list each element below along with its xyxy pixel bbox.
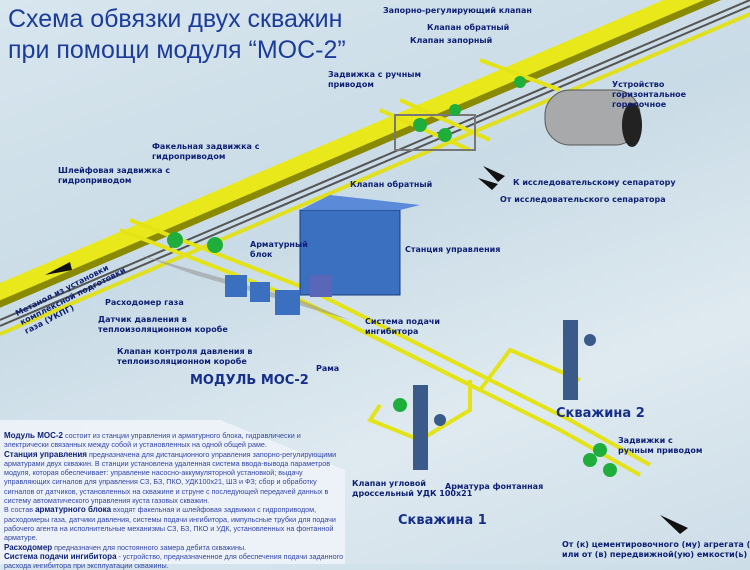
well-2	[563, 320, 596, 400]
label-line: Задвижки с	[618, 436, 673, 445]
label-from-separator: От исследовательского сепаратора	[500, 195, 666, 204]
arrows	[45, 166, 688, 534]
label-module: МОДУЛЬ МОС-2	[190, 373, 309, 388]
arrow-to-separator	[483, 166, 505, 182]
burner-unit	[514, 76, 642, 147]
manual-valve-manifold	[394, 104, 476, 151]
desc-body: В состав	[4, 505, 36, 515]
label-line: ингибитора	[365, 327, 419, 336]
desc-body: предназначена для дистанционного управле…	[4, 449, 337, 506]
label-line: Факельная задвижка с	[152, 142, 260, 151]
label-shutoff-valve: Клапан запорный	[410, 36, 493, 45]
label-line: От (к) цементировочного (му) агрегата (у…	[562, 540, 750, 549]
label-line: приводом	[328, 80, 374, 89]
label-cement-unit: От (к) цементировочного (му) агрегата (у…	[562, 540, 750, 560]
label-line: Клапан угловой	[352, 479, 426, 488]
label-to-separator: К исследовательскому сепаратору	[513, 178, 676, 187]
label-line: Арматурный	[250, 240, 308, 249]
label-line: Система подачи	[365, 317, 440, 326]
label-line: теплоизоляционном коробе	[117, 357, 247, 366]
label-line: ручным приводом	[618, 446, 703, 455]
label-line: теплоизоляционном коробе	[98, 325, 228, 334]
label-line: Шлейфовая задвижка с	[58, 166, 171, 175]
desc-term: Модуль МОС-2	[4, 431, 63, 440]
label-line: Задвижка с ручным	[328, 70, 422, 79]
label-check-valve-mid: Клапан обратный	[350, 180, 433, 189]
description-text: Модуль МОС-2 состоит из станции управлен…	[4, 431, 344, 570]
label-line: или от (в) передвижной(ую) емкости(ь)	[562, 550, 748, 559]
label-frame: Рама	[316, 364, 340, 373]
label-christmas-tree: Арматура фонтанная	[445, 482, 544, 491]
well-1	[393, 385, 446, 470]
label-control-valve: Запорно-регулирующий клапан	[383, 6, 532, 15]
desc-term: Расходомер	[4, 542, 53, 552]
label-line: дроссельный УДК 100х21	[352, 489, 473, 498]
desc-body: состоит из станции управления и арматурн…	[4, 431, 301, 450]
title-line-2: при помощи модуля “МОС-2”	[8, 36, 346, 64]
description-panel-bg	[0, 420, 345, 564]
label-check-valve-top: Клапан обратный	[427, 23, 510, 32]
label-line: Устройство	[612, 80, 665, 89]
manual-gates-rack	[583, 443, 617, 477]
page-title: Схема обвязки двух скважин при помощи мо…	[8, 4, 346, 66]
title-line-1: Схема обвязки двух скважин	[8, 5, 343, 33]
desc-term: Станция управления	[4, 449, 87, 459]
label-line: горелочное	[612, 100, 667, 109]
label-flowmeter: Расходомер газа	[105, 298, 184, 307]
label-line: горизонтальное	[612, 90, 687, 99]
arrow-from-separator	[478, 178, 498, 190]
module-frame	[140, 195, 420, 320]
label-line: блок	[250, 250, 273, 259]
label-line: гидроприводом	[152, 152, 226, 161]
desc-paragraph: Система подачи ингибитора - устройство, …	[4, 552, 344, 570]
desc-paragraph: Модуль МОС-2 состоит из станции управлен…	[4, 431, 344, 450]
main-pipeline	[0, 0, 750, 336]
arrow-methanol	[45, 262, 72, 275]
label-line: гидроприводом	[58, 176, 132, 185]
desc-paragraph: Расходомер предназначен для постоянного …	[4, 543, 344, 552]
label-line: Датчик давления в	[98, 315, 187, 324]
desc-term: Система подачи ингибитора	[4, 551, 117, 561]
desc-term: арматурного блока	[35, 505, 112, 515]
arrow-cement	[660, 515, 688, 534]
label-well-1: Скважина 1	[398, 513, 487, 528]
desc-body: входят факельная и шлейфовая задвижки с …	[4, 505, 336, 543]
label-control-station: Станция управления	[405, 245, 501, 254]
desc-paragraph: В состав арматурного блока входят факель…	[4, 505, 344, 542]
desc-paragraph: Станция управления предназначена для дис…	[4, 450, 344, 506]
label-well-2: Скважина 2	[556, 406, 645, 421]
desc-body: предназначен для постоянного замера деби…	[52, 542, 247, 552]
label-line: Клапан контроля давления в	[117, 347, 253, 356]
